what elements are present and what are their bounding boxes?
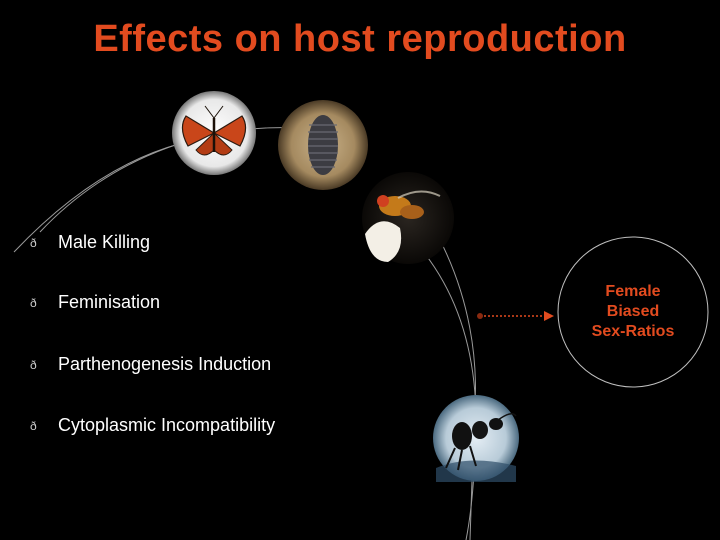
wasp-photo <box>433 395 519 482</box>
result-label: Female Biased Sex-Ratios <box>568 282 698 342</box>
bullet-text: Feminisation <box>58 292 161 312</box>
dotted-arrow <box>477 311 554 321</box>
bullet-marker-icon: ð <box>30 296 37 310</box>
bullet-text: Male Killing <box>58 232 151 252</box>
bullet-marker-icon: ð <box>30 236 37 250</box>
fly-photo <box>362 172 454 264</box>
result-line: Sex-Ratios <box>591 323 675 340</box>
bullet-marker-icon: ð <box>30 358 37 372</box>
bullet-text: Parthenogenesis Induction <box>58 354 272 374</box>
result-circle <box>557 236 709 388</box>
result-line: Biased <box>606 303 660 320</box>
result-line: Female <box>605 283 661 300</box>
bullet-text: Cytoplasmic Incompatibility <box>58 415 276 435</box>
cycle-arc-right <box>421 249 477 540</box>
woodlouse-photo <box>278 100 368 190</box>
butterfly-photo <box>172 91 256 175</box>
bullet-marker-icon: ð <box>30 419 37 433</box>
slide-title: Effects on host reproduction <box>93 18 627 60</box>
